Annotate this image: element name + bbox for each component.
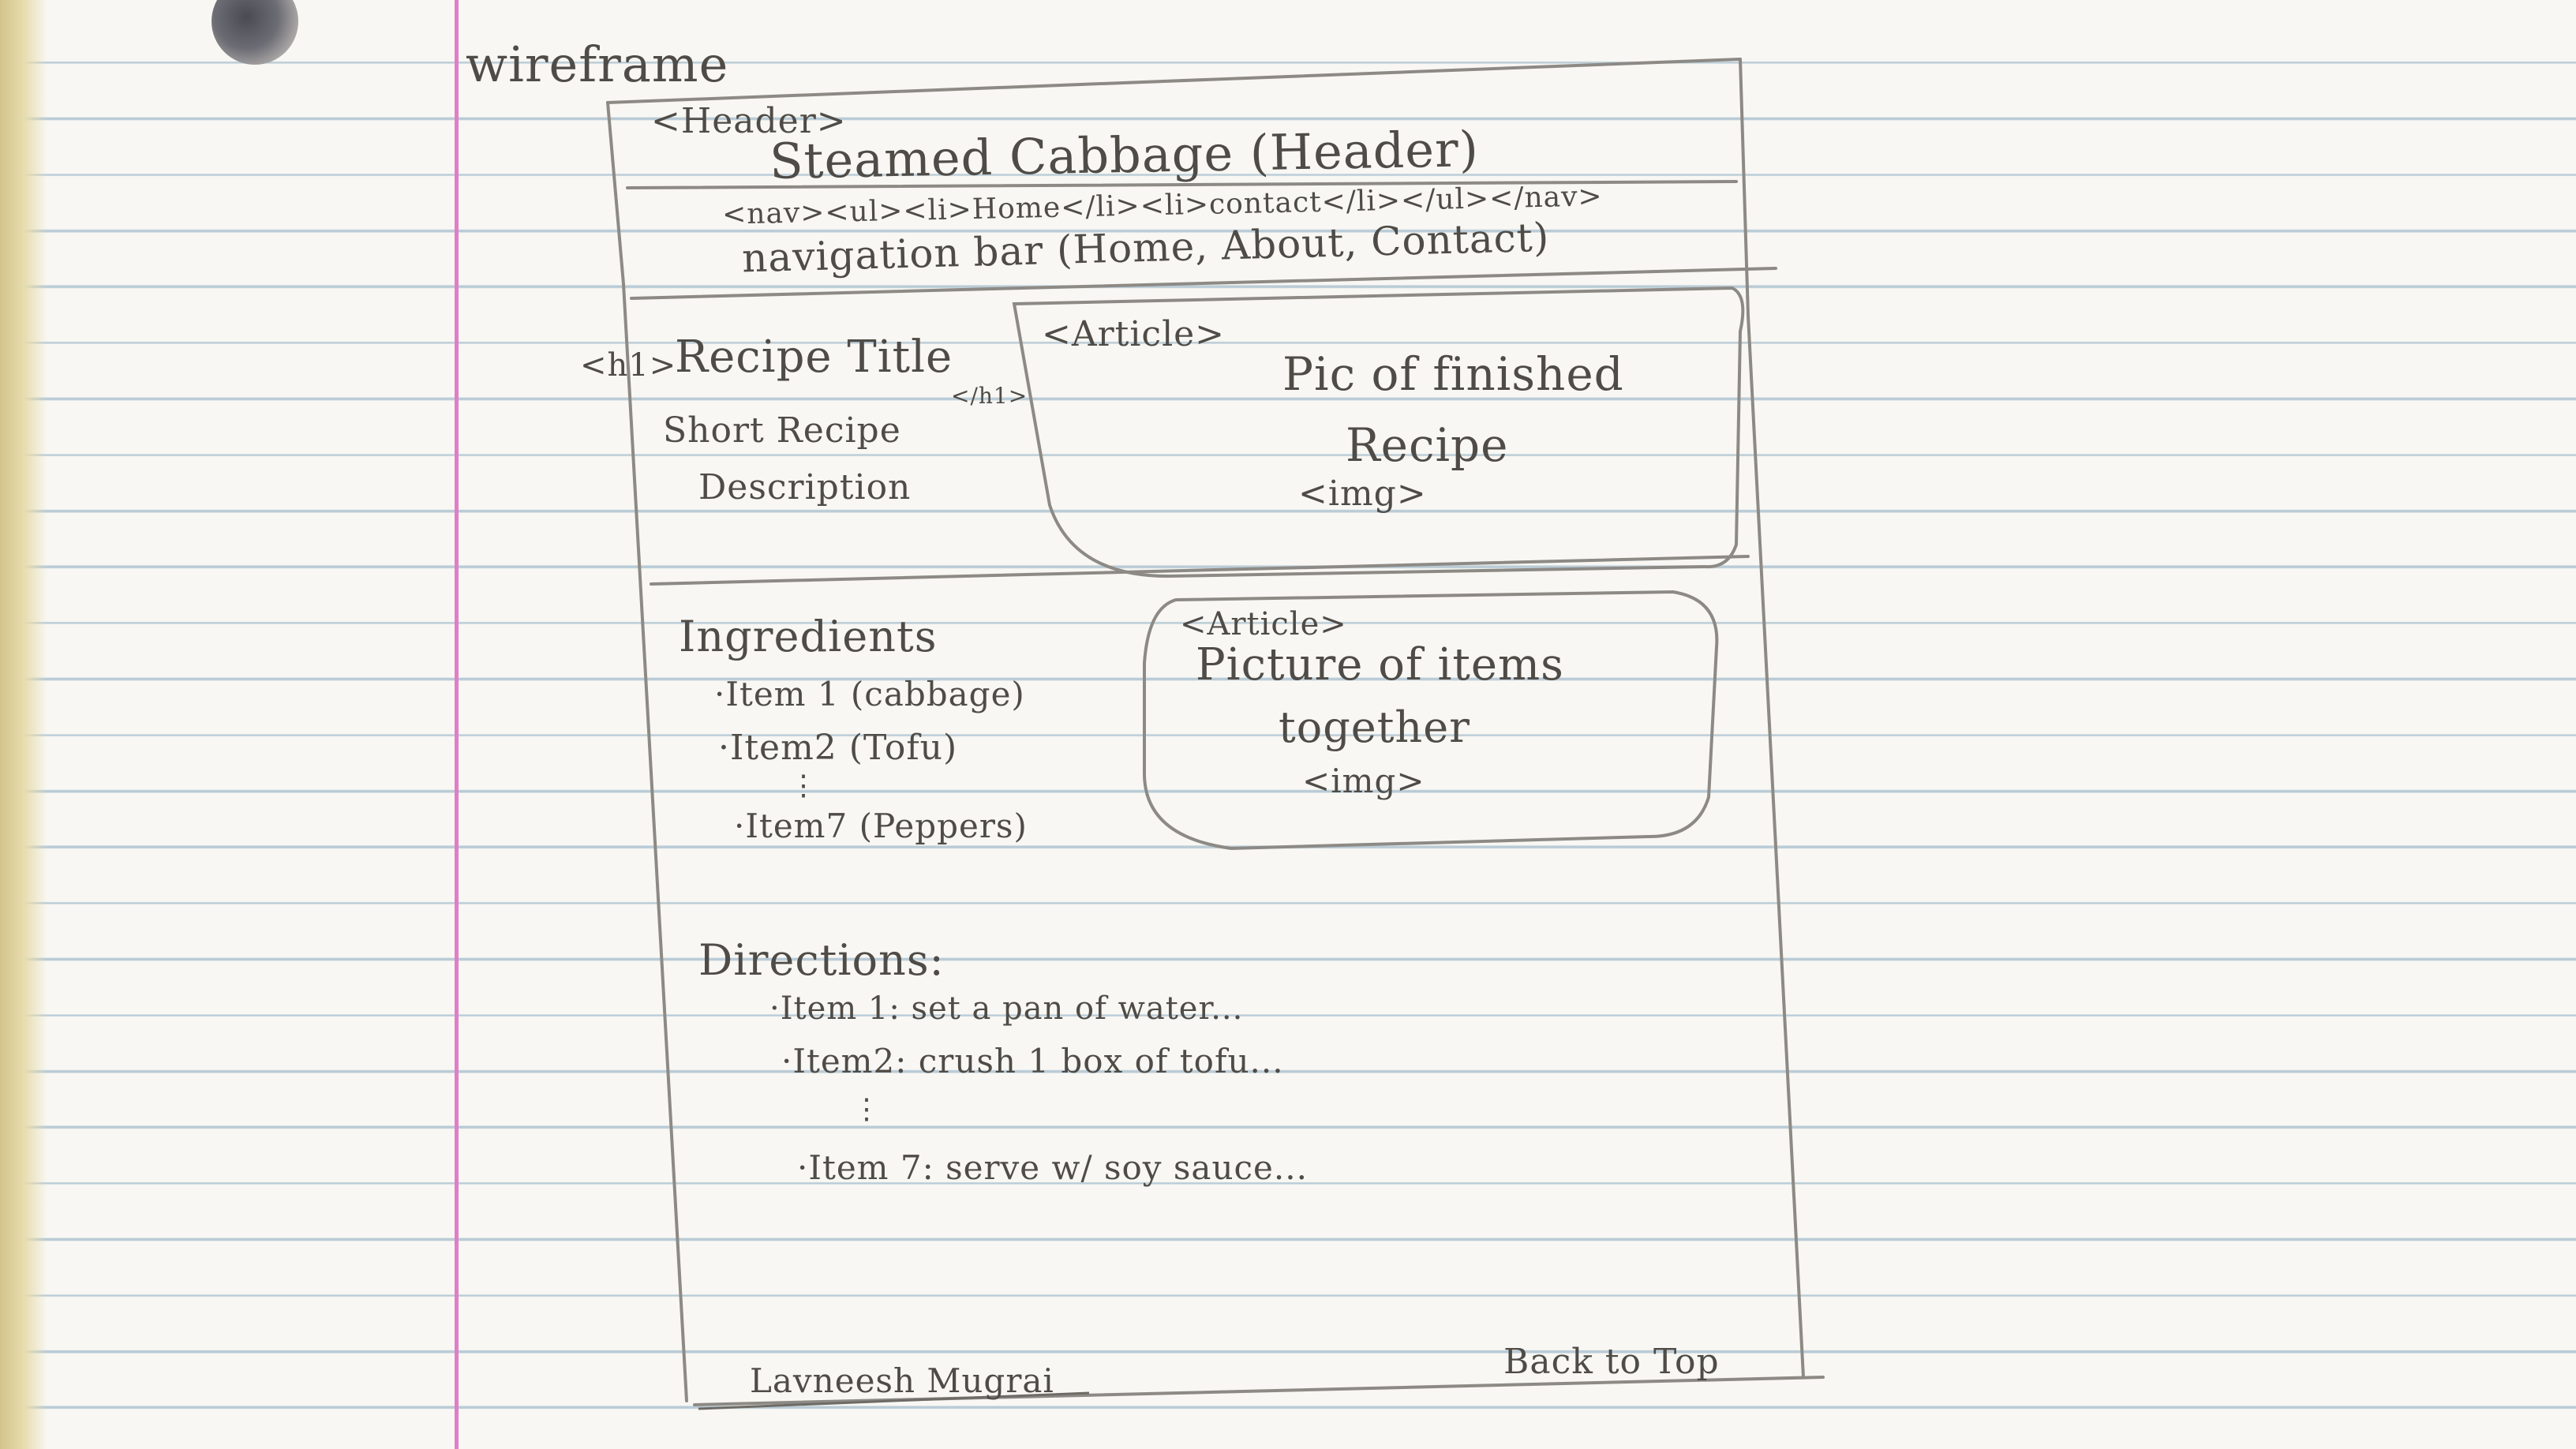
recipe-description-line1: Short Recipe [663,410,901,451]
hero-divider [650,555,1750,586]
frame-top [606,58,1742,104]
ingredient-item: ·Item2 (Tofu) [718,728,958,768]
article-bottom-tag: <Article> [1180,606,1347,642]
author-underline [698,1391,1090,1410]
recipe-title-open-tag: <h1> [580,347,677,384]
direction-item: ·Item2: crush 1 box of tofu... [781,1042,1284,1080]
article-top-box [1012,286,1745,578]
header-divider [626,180,1738,189]
margin-line [455,0,459,1449]
frame-right [1739,58,1805,1379]
recipe-title: Recipe Title [675,331,953,383]
article-top-line2: Recipe [1346,418,1509,472]
article-top-line1: Pic of finished [1282,347,1624,401]
wireframe-title: wireframe [466,36,729,93]
recipe-title-close-tag: </h1> [951,383,1028,409]
ingredients-heading: Ingredients [679,612,938,661]
article-bottom-box [1143,590,1719,851]
footer-author: Lavneesh Mugrai [750,1361,1054,1400]
article-bottom-line1: Picture of items [1196,639,1564,691]
article-top-img: <img> [1298,474,1427,514]
ingredient-item: ·Item 1 (cabbage) [714,675,1025,713]
direction-item: ·Item 1: set a pan of water... [769,990,1244,1027]
nav-divider [630,267,1777,300]
article-bottom-line2: together [1279,702,1470,752]
recipe-description-line2: Description [698,467,912,507]
frame-left [606,101,688,1402]
paper-edge-shadow [0,0,47,1449]
ingredient-item: ·Item7 (Peppers) [734,807,1028,845]
directions-heading: Directions: [698,935,945,985]
ingredients-ellipsis: ⋮ [789,769,818,802]
header-tag: <Header> [651,101,847,141]
direction-item: ·Item 7: serve w/ soy sauce... [797,1148,1308,1187]
directions-ellipsis: ⋮ [852,1093,882,1125]
article-bottom-img: <img> [1302,762,1425,800]
article-top-tag: <Article> [1042,314,1226,354]
back-to-top-link[interactable]: Back to Top [1503,1342,1720,1382]
